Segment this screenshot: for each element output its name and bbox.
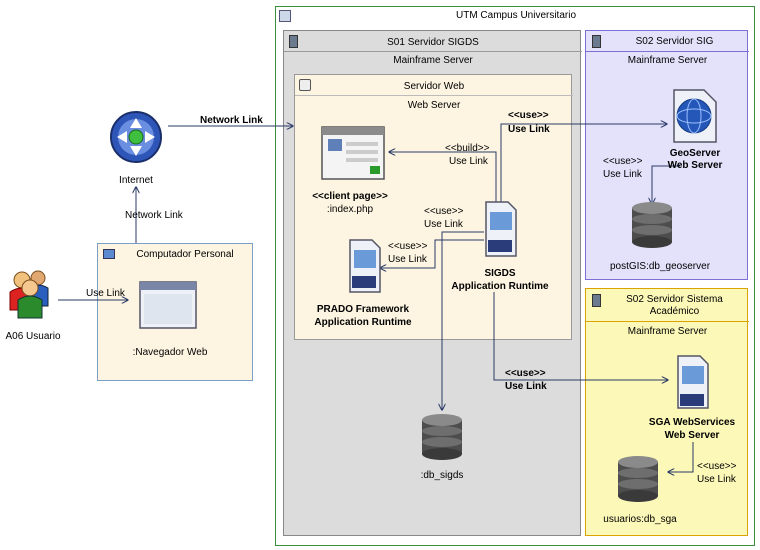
server-icon [289, 35, 298, 48]
actor-label: A06 Usuario [5, 331, 61, 342]
db-sga-label: usuarios:db_sga [603, 514, 677, 525]
edge-use-sgadb [668, 442, 694, 472]
label-use-sigds-stereo: <<use>> [424, 206, 464, 217]
monitor-icon [103, 249, 115, 259]
navegador-label: :Navegador Web [132, 347, 208, 358]
label-use-geo-stereo: <<use>> [508, 110, 549, 121]
php-sigds-icon [485, 201, 517, 257]
geoserver-label-2: Web Server [667, 160, 723, 171]
internet-icon [110, 111, 162, 163]
db-sigds-label: :db_sigds [420, 470, 464, 481]
label-use-geodb: Use Link [603, 169, 642, 180]
client-page-label-2: :index.php [326, 204, 374, 215]
label-network-link-1: Network Link [200, 115, 263, 126]
label-use-prado: Use Link [388, 254, 427, 265]
sigds-label-2: Application Runtime [451, 281, 549, 292]
label-use-sgadb: Use Link [697, 474, 736, 485]
web-stereotype: Web Server [407, 100, 461, 111]
label-network-link-2: Network Link [125, 210, 183, 221]
client-page-icon [321, 126, 385, 180]
db-geoserver-label: postGIS:db_geoserver [609, 261, 711, 272]
internet-label: Internet [119, 175, 153, 186]
pc-title: Computador Personal [136, 249, 234, 260]
server-icon [592, 35, 601, 48]
node-servidor-web[interactable]: Servidor Web Web Server [294, 74, 573, 340]
web-title: Servidor Web [403, 81, 465, 92]
sigds-label-1: SIGDS [484, 268, 516, 279]
edge-use-sigds [441, 231, 484, 392]
s02-sig-stereotype: Mainframe Server [627, 55, 708, 66]
s01-stereotype: Mainframe Server [393, 55, 473, 66]
db-sga-icon [618, 456, 658, 502]
node-s02-academico[interactable]: S02 Servidor Sistema Académico Mainframe… [585, 288, 749, 536]
label-use-sigds: Use Link [424, 219, 463, 230]
s02-acad-title-2: Académico [649, 306, 700, 317]
web-server-icon [299, 79, 311, 91]
s02-acad-stereotype: Mainframe Server [627, 326, 708, 337]
edge-use-prado [380, 239, 484, 268]
label-use-link-actor: Use Link [86, 288, 125, 299]
edge-use-geodb [652, 165, 680, 204]
label-use-geodb-stereo: <<use>> [603, 156, 643, 167]
sga-ws-label-2: Web Server [664, 430, 720, 441]
s02-sig-title: S02 Servidor SIG [635, 36, 714, 47]
building-icon [279, 10, 291, 22]
browser-window-icon [139, 281, 197, 329]
php-prado-icon [349, 239, 381, 293]
label-build-stereo: <<build>> [445, 143, 490, 154]
s01-title: S01 Servidor SIGDS [387, 37, 479, 48]
db-geoserver-icon [632, 202, 672, 248]
client-page-label-1: <<client page>> [312, 191, 388, 202]
prado-label-2: Application Runtime [314, 317, 412, 328]
campus-title: UTM Campus Universitario [455, 10, 577, 21]
server-icon [592, 294, 601, 307]
label-use-sgadb-stereo: <<use>> [697, 461, 737, 472]
edge-build-clientpage [389, 152, 497, 205]
geoserver-globe-icon [673, 89, 717, 143]
sga-ws-label-1: SGA WebServices [648, 417, 736, 428]
label-use-sga: Use Link [505, 381, 547, 392]
db-sigds-icon [422, 414, 462, 460]
geoserver-label-1: GeoServer [669, 148, 721, 159]
label-use-sga-stereo: <<use>> [505, 368, 546, 379]
label-use-prado-stereo: <<use>> [388, 241, 428, 252]
s02-acad-title-1: S02 Servidor Sistema [626, 294, 723, 305]
actor-icon [9, 270, 49, 319]
edge-use-sga [493, 292, 668, 380]
edge-use-geoserver [500, 124, 667, 205]
label-use-geo: Use Link [508, 124, 550, 135]
php-sga-icon [677, 355, 709, 409]
label-build: Use Link [449, 156, 488, 167]
prado-label-1: PRADO Framework [316, 304, 410, 315]
